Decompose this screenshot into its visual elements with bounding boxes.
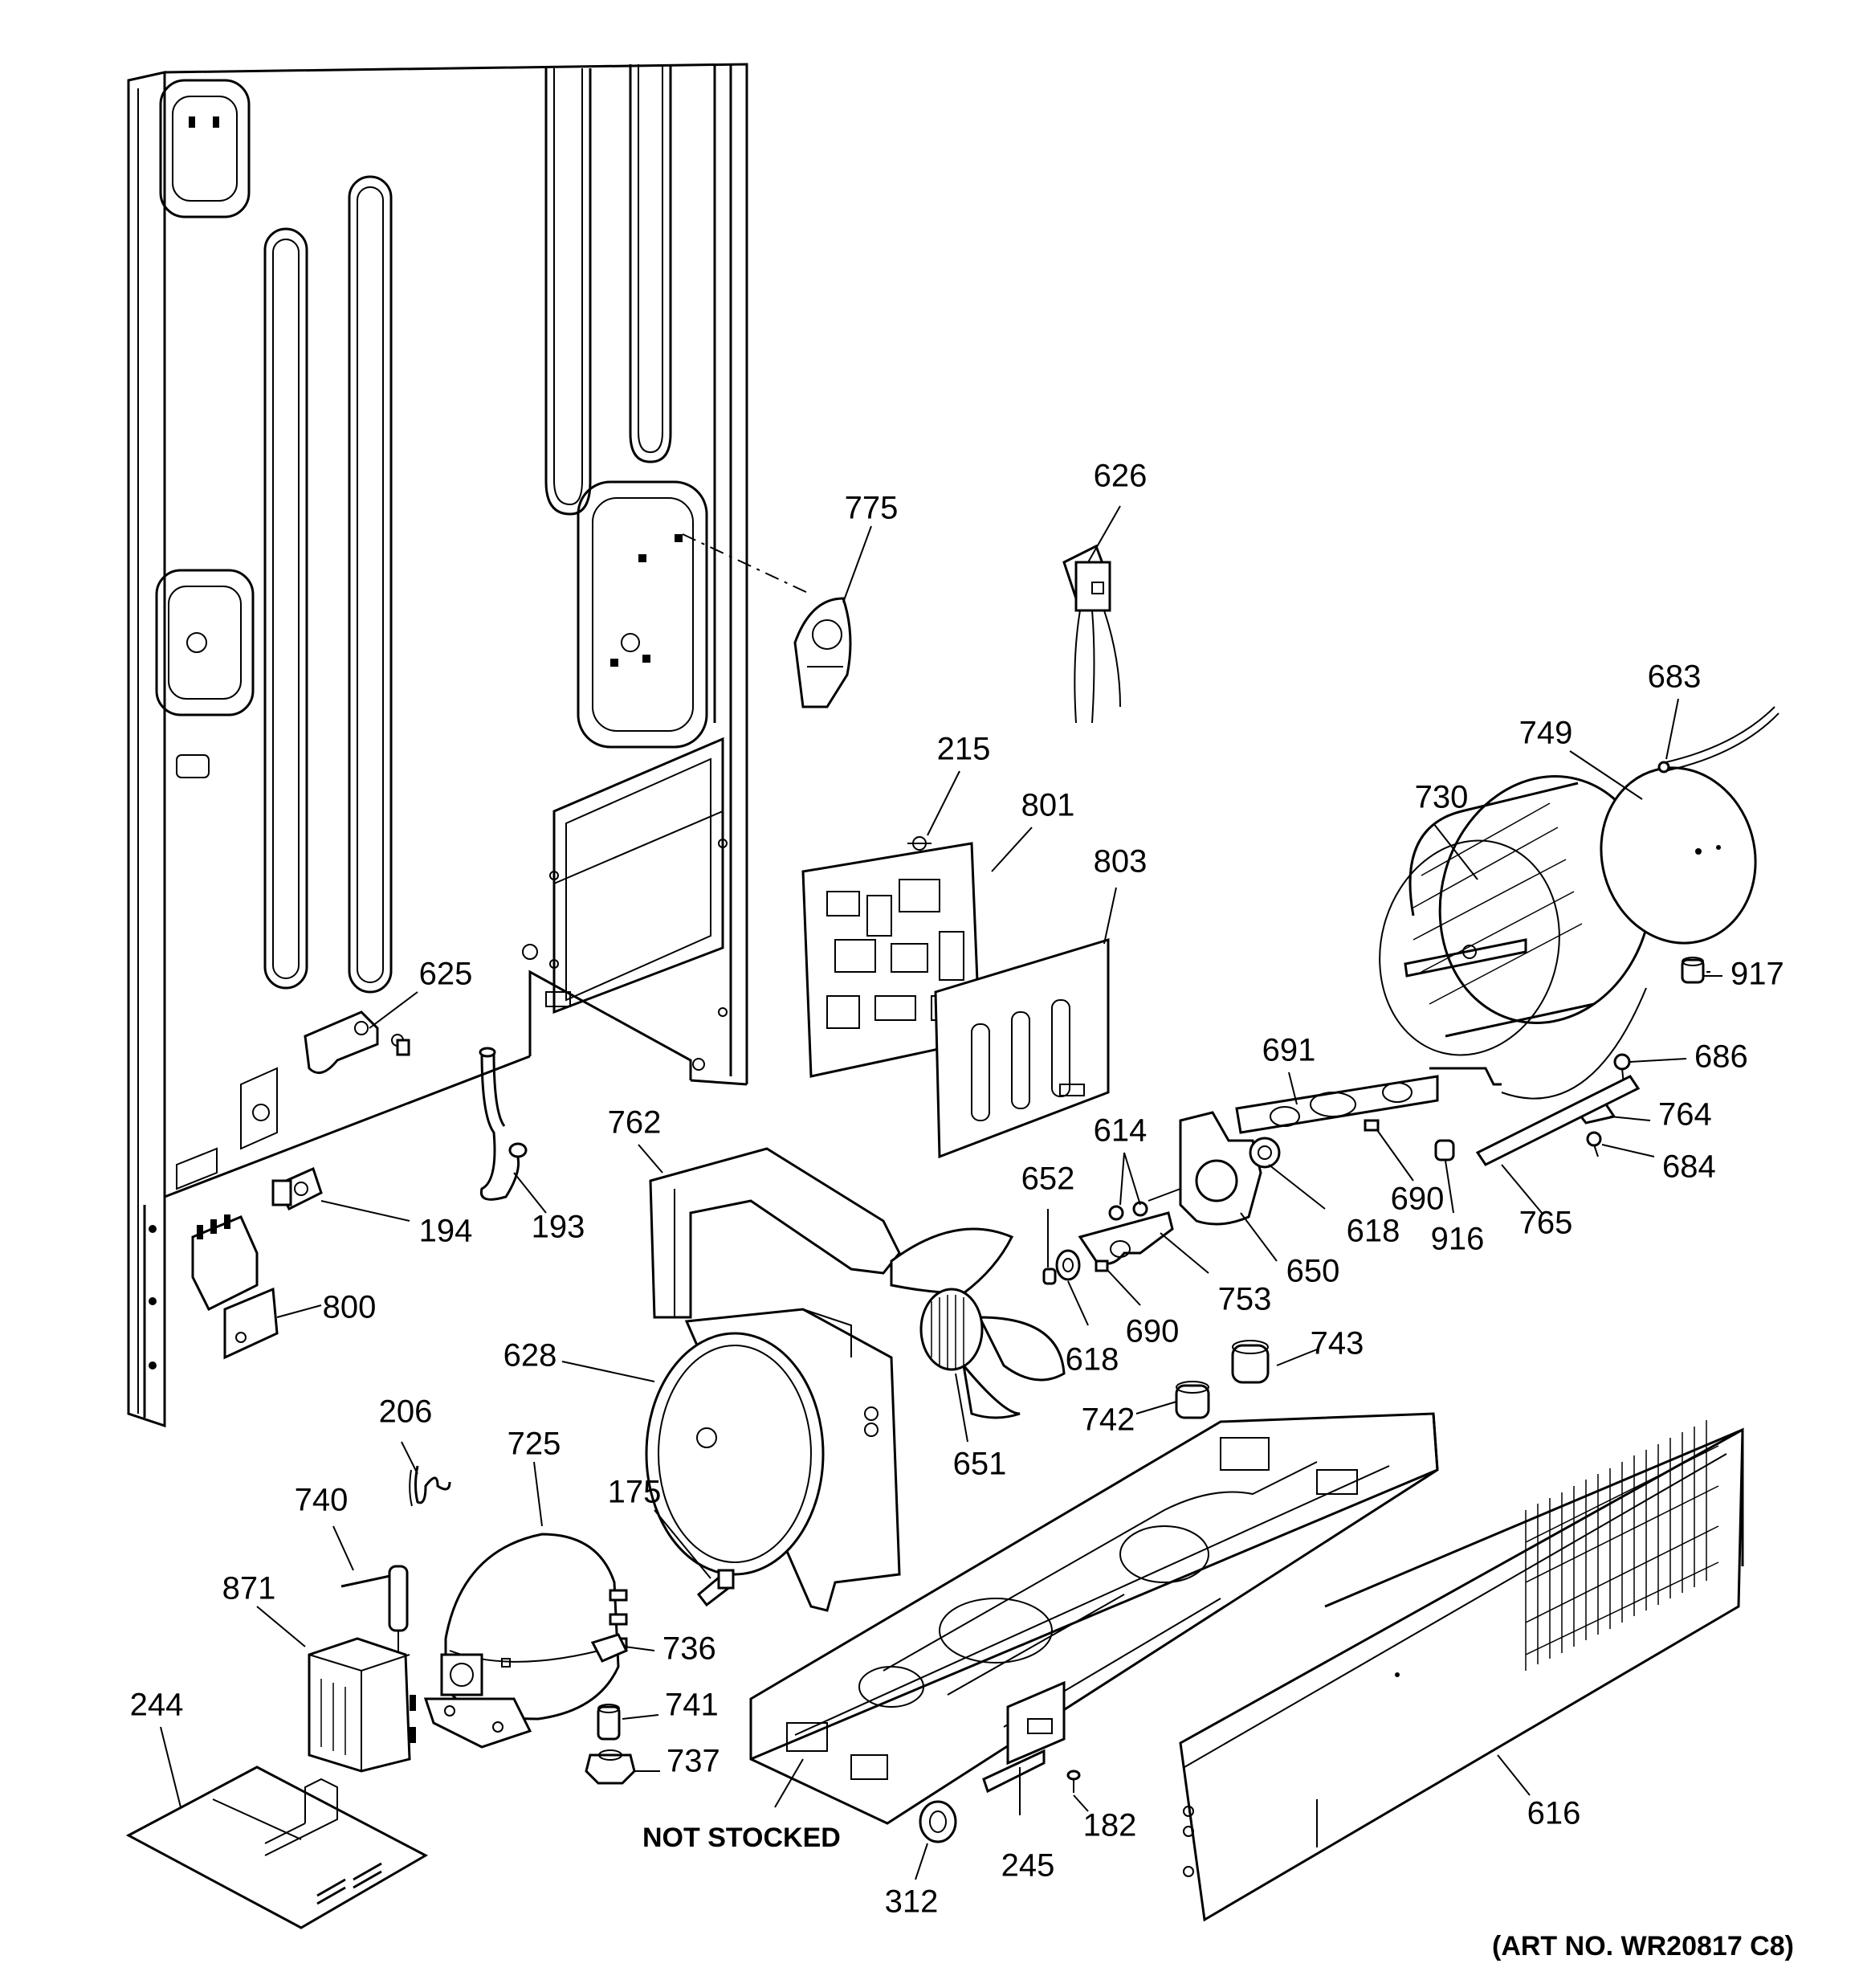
part-651-fan-blade: [890, 1227, 1066, 1419]
label-749: 749: [1519, 716, 1573, 751]
label-725: 725: [508, 1427, 561, 1462]
label-736: 736: [662, 1631, 716, 1667]
label-917: 917: [1731, 957, 1784, 992]
part-312-foot: [919, 1800, 957, 1843]
label-175: 175: [608, 1475, 662, 1510]
label-740: 740: [295, 1483, 349, 1518]
art-number: (ART NO. WR20817 C8): [1492, 1931, 1794, 1961]
label-743: 743: [1311, 1326, 1364, 1361]
part-194-clip: [271, 1166, 323, 1211]
part-736-clip: [590, 1633, 629, 1663]
part-775-bracket: [793, 597, 852, 708]
label-691: 691: [1262, 1033, 1316, 1068]
part-800-relay: [191, 1214, 279, 1360]
label-193: 193: [532, 1210, 585, 1245]
part-753-bracket: [1078, 1211, 1174, 1265]
part-690-screw-upper: [1364, 1119, 1380, 1132]
part-916-grommet: [1434, 1139, 1455, 1161]
label-764: 764: [1658, 1097, 1712, 1133]
base-pan: [749, 1412, 1439, 1825]
label-628: 628: [503, 1338, 557, 1374]
label-690b: 690: [1126, 1314, 1180, 1349]
label-762: 762: [608, 1105, 662, 1141]
part-725-compressor: [423, 1533, 628, 1749]
cabinet-back-panel: [127, 63, 748, 1428]
label-652: 652: [1021, 1161, 1075, 1197]
part-182-screw: [1066, 1770, 1081, 1793]
part-742-grommet: [1175, 1381, 1210, 1419]
part-765-rail: [1475, 1075, 1641, 1166]
part-684-screw: [1586, 1131, 1602, 1157]
part-803-cover: [934, 937, 1110, 1159]
label-626: 626: [1094, 459, 1148, 494]
label-618b: 618: [1066, 1342, 1119, 1378]
part-206-clip: [409, 1465, 451, 1507]
label-753: 753: [1218, 1282, 1272, 1317]
leader-lines: [160, 505, 1722, 1880]
part-618-grommet-upper: [1249, 1137, 1281, 1169]
part-618-grommet-lower: [1055, 1249, 1081, 1281]
part-628-fan-shroud: [645, 1308, 901, 1612]
part-650-fan-motor: [1148, 1111, 1262, 1226]
part-labels: 775 626 683 749 730 215 801 803 917 625 …: [130, 459, 1794, 1961]
label-765: 765: [1519, 1206, 1573, 1241]
label-686: 686: [1694, 1039, 1748, 1075]
label-742: 742: [1082, 1402, 1135, 1438]
label-194: 194: [419, 1214, 473, 1249]
part-762-duct: [649, 1147, 901, 1319]
part-625-clip: [304, 1010, 410, 1075]
part-741-spacer: [597, 1704, 621, 1741]
part-244-tray: [125, 1766, 429, 1929]
part-749-plate: [1600, 766, 1757, 945]
label-800: 800: [323, 1290, 377, 1325]
label-741: 741: [665, 1688, 719, 1723]
label-616: 616: [1527, 1796, 1581, 1831]
label-690a: 690: [1391, 1182, 1445, 1217]
part-215-pin: [907, 836, 932, 851]
label-871: 871: [222, 1571, 276, 1606]
part-616-access-panel: [1179, 1420, 1744, 1922]
label-684: 684: [1662, 1149, 1716, 1185]
label-775: 775: [845, 491, 899, 526]
label-737: 737: [667, 1744, 720, 1779]
part-193-tube: [479, 1047, 528, 1201]
part-691-bracket: [1235, 1075, 1439, 1134]
part-917-grommet: [1681, 957, 1705, 984]
label-651: 651: [953, 1447, 1007, 1482]
label-182: 182: [1083, 1808, 1137, 1843]
part-737-grommet: [585, 1749, 636, 1785]
label-614: 614: [1094, 1113, 1148, 1149]
part-175-bolt: [696, 1569, 735, 1607]
label-916: 916: [1431, 1222, 1485, 1257]
label-730: 730: [1415, 780, 1469, 815]
label-244: 244: [130, 1688, 184, 1723]
part-740-capacitor: [340, 1565, 409, 1655]
part-614-nuts: [1108, 1201, 1148, 1221]
not-stocked-note: NOT STOCKED: [642, 1823, 841, 1853]
part-683-strap: [1657, 706, 1779, 774]
label-206: 206: [379, 1394, 433, 1430]
label-215: 215: [937, 732, 991, 767]
label-650: 650: [1286, 1254, 1340, 1289]
label-245: 245: [1001, 1848, 1055, 1884]
part-245-bracket: [982, 1680, 1066, 1794]
label-618a: 618: [1347, 1214, 1400, 1249]
label-801: 801: [1021, 788, 1075, 823]
label-625: 625: [419, 957, 473, 992]
label-683: 683: [1648, 659, 1702, 695]
part-743-grommet: [1231, 1340, 1270, 1384]
label-312: 312: [885, 1884, 939, 1920]
part-690-screw-lower: [1095, 1259, 1109, 1272]
part-626-switch: [1062, 544, 1121, 724]
label-803: 803: [1094, 844, 1148, 880]
part-871-overload: [308, 1637, 416, 1773]
part-652-nut: [1042, 1268, 1057, 1285]
